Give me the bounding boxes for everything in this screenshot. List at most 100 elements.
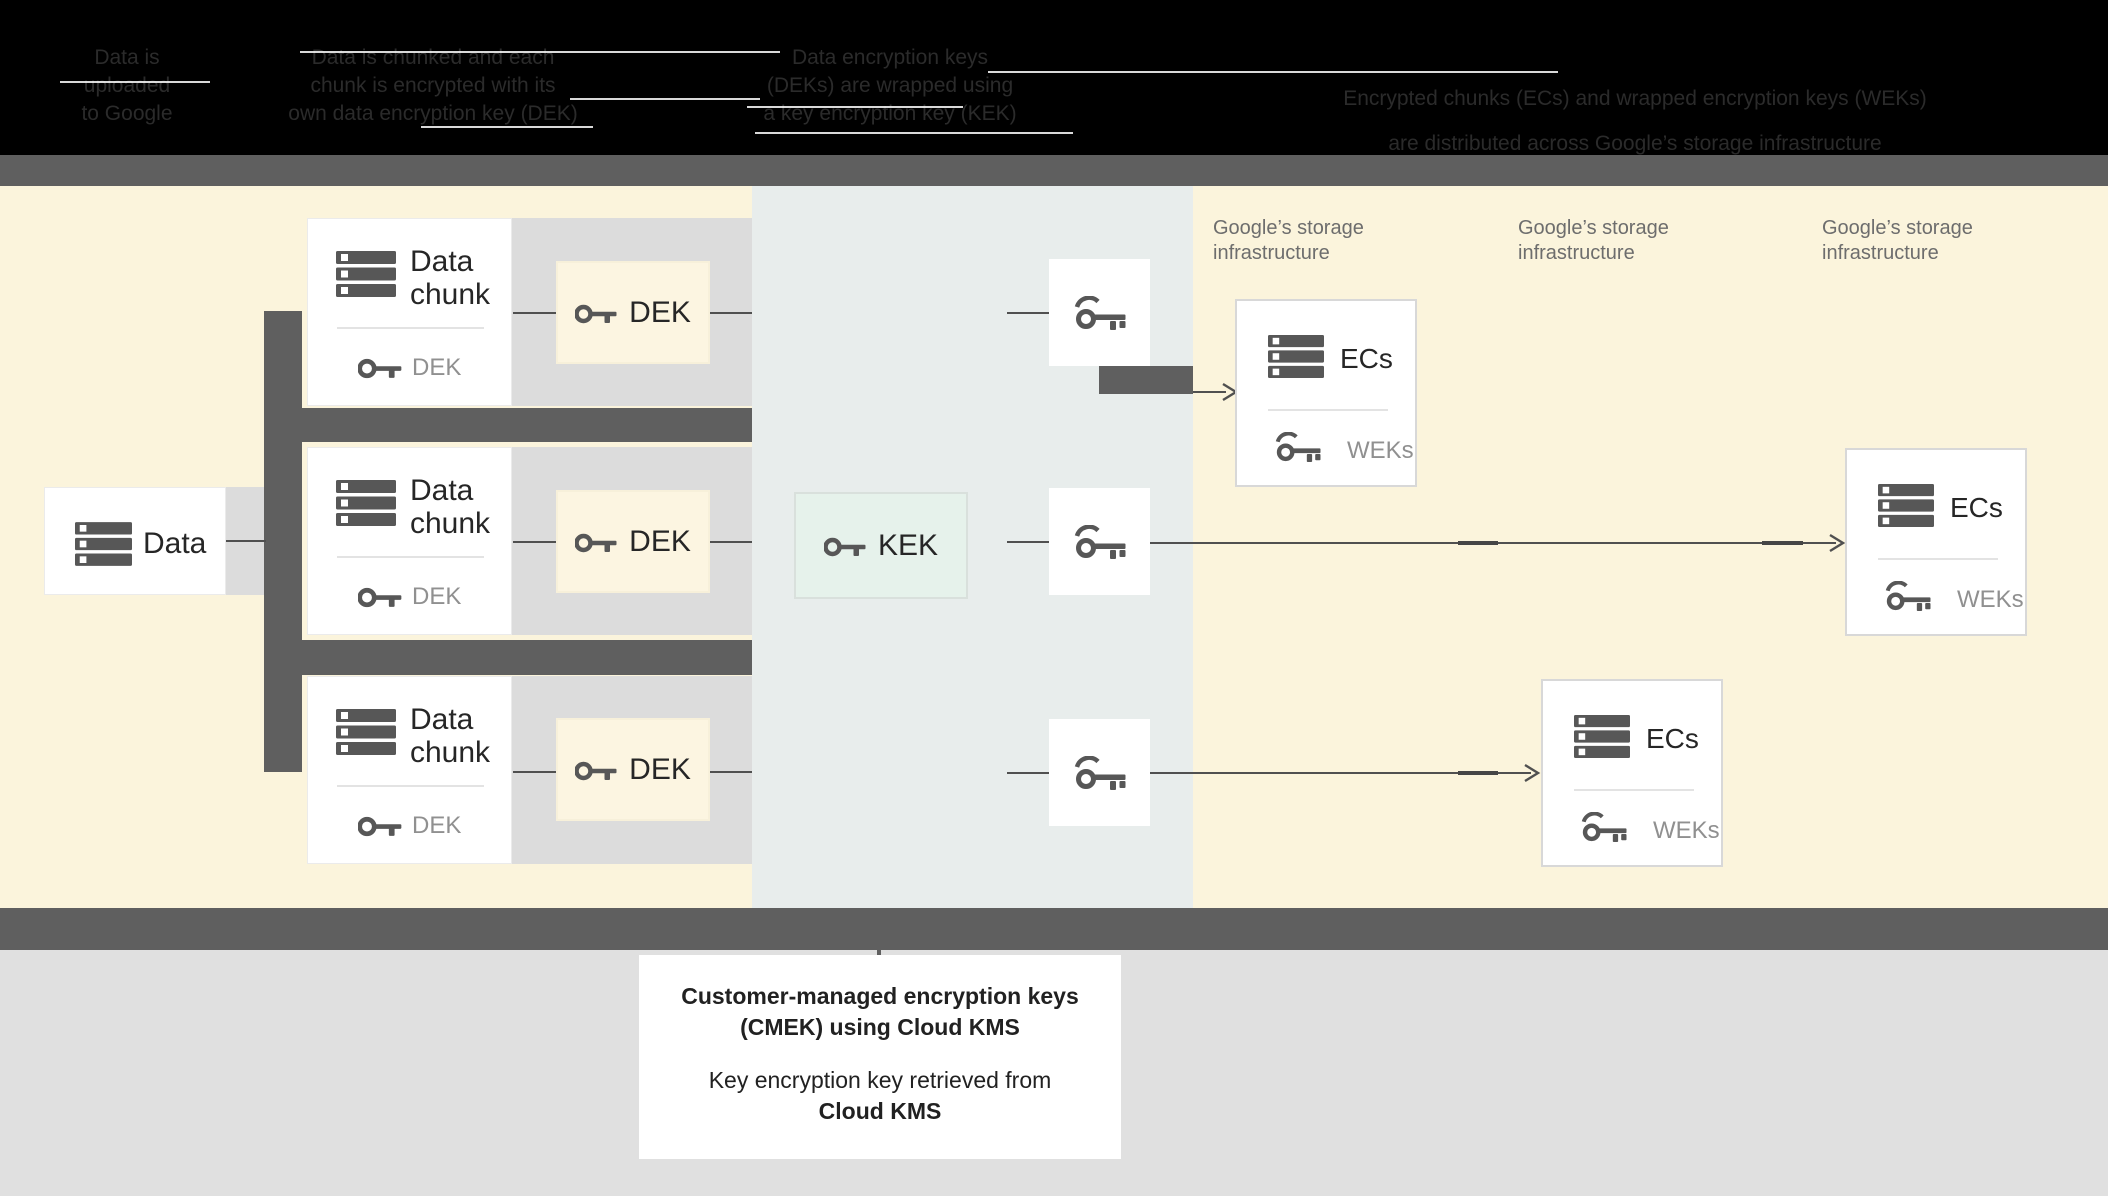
connector-line [710,312,752,314]
wrapped-key-box-3 [1049,719,1150,826]
fork-trunk [264,311,302,772]
white-line-fragment [747,106,963,108]
card-divider [337,327,484,329]
storage-label-1: Google’s storage infrastructure [1213,217,1364,264]
key-icon [1581,812,1627,842]
header-step-3-line: (DEKs) are wrapped using [766,74,1014,97]
card-divider [337,785,484,787]
header-step-2-line: chunk is encrypted with its [310,74,556,97]
caption-line: Key encryption key retrieved from [708,1067,1052,1093]
weks-label: WEKs [1653,817,1720,844]
header-step-1: Data is uploaded to Google [47,44,207,128]
data-to-trunk-line [226,540,266,542]
top-divider-bar [0,155,2108,186]
white-line-fragment [988,71,1558,73]
line-joint [1458,541,1498,545]
ecs-title: ECs [1950,492,2003,523]
key-icon [824,534,866,558]
connector-line [1007,772,1049,774]
key-icon [358,584,402,609]
card-divider [1878,558,1998,560]
database-icon [336,709,396,755]
caption-box: Customer-managed encryption keys (CMEK) … [639,955,1121,1159]
connector-line [513,312,556,314]
arrow-line-3 [1150,772,1531,774]
ecs-card-2: ECs WEKs [1541,679,1723,867]
database-icon [336,480,396,526]
card-divider [1574,789,1694,791]
chunk-title: Data chunk [410,245,491,311]
white-line-fragment [60,81,210,83]
dek-label: DEK [629,295,691,329]
header-step-1-line: uploaded [83,74,171,97]
dek-label: DEK [629,752,691,786]
header-step-3-line: a key encryption key (KEK) [763,102,1017,125]
header-step-4-line: are distributed across Google’s storage … [1388,132,1882,155]
connector-line [710,771,752,773]
white-line-fragment [300,51,780,53]
caption-line: (CMEK) using Cloud KMS [740,1014,1020,1040]
data-chunk-card-1: Data chunk DEK [307,218,512,406]
database-icon [1574,715,1630,758]
data-box: Data [44,487,226,595]
connector-line [513,541,556,543]
chunk-title: Data chunk [410,474,491,540]
connector-line [1007,312,1049,314]
data-chunk-card-3: Data chunk DEK [307,676,512,864]
header-step-2-line: Data is chunked and each [311,46,555,69]
wrapped-key-box-2 [1049,488,1150,595]
arrowhead-icon [1828,533,1845,553]
ecs-title: ECs [1340,343,1393,374]
dek-box-2: DEK [556,490,710,593]
data-chunk-card-2: Data chunk DEK [307,447,512,635]
database-icon [1878,484,1934,527]
database-icon [75,522,132,566]
ecs-card-3: ECs WEKs [1845,448,2027,636]
chunk-title: Data chunk [410,703,491,769]
ecs-title: ECs [1646,723,1699,754]
white-line-fragment [570,98,760,100]
kek-box: KEK [794,492,968,599]
caption-line: Customer-managed encryption keys [681,983,1079,1009]
connector-line [710,541,752,543]
key-icon [575,530,617,554]
connector-line [513,771,556,773]
caption-tick [877,950,881,959]
dek-label: DEK [629,524,691,558]
header-step-2: Data is chunked and each chunk is encryp… [268,44,598,128]
card-divider [337,556,484,558]
header-step-4-line: Encrypted chunks (ECs) and wrapped encry… [1343,87,1927,110]
key-icon [575,758,617,782]
arrowhead-icon [1523,763,1540,783]
line-joint [1458,771,1498,775]
chunk-key-label: DEK [412,812,462,839]
header-step-1-line: Data is [94,46,160,69]
header-step-1-line: to Google [81,102,173,125]
key-icon [1074,756,1126,790]
fork-arm-2 [264,640,752,675]
storage-label-3: Google’s storage infrastructure [1822,217,1973,264]
white-line-fragment [755,132,1073,134]
ecs-card-1: ECs WEKs [1235,299,1417,487]
card-divider [1268,409,1388,411]
kek-label: KEK [877,528,939,562]
header-step-2-line: own data encryption key (DEK) [288,102,578,125]
key-icon [1275,432,1321,462]
thick-connector-bar [1099,366,1193,394]
chunk-key-label: DEK [412,583,462,610]
key-icon [575,301,617,325]
white-line-fragment [421,126,593,128]
key-icon [1074,296,1126,330]
caption-spacer [639,1043,1121,1065]
wrapped-key-box-1 [1049,259,1150,366]
key-icon [358,355,402,380]
arrow-line-1 [1193,391,1226,393]
database-icon [1268,335,1324,378]
database-icon [336,251,396,297]
storage-label-2: Google’s storage infrastructure [1518,217,1669,264]
key-icon [1885,581,1931,611]
weks-label: WEKs [1347,437,1414,464]
header-step-3: Data encryption keys (DEKs) are wrapped … [730,44,1050,128]
dek-box-3: DEK [556,718,710,821]
